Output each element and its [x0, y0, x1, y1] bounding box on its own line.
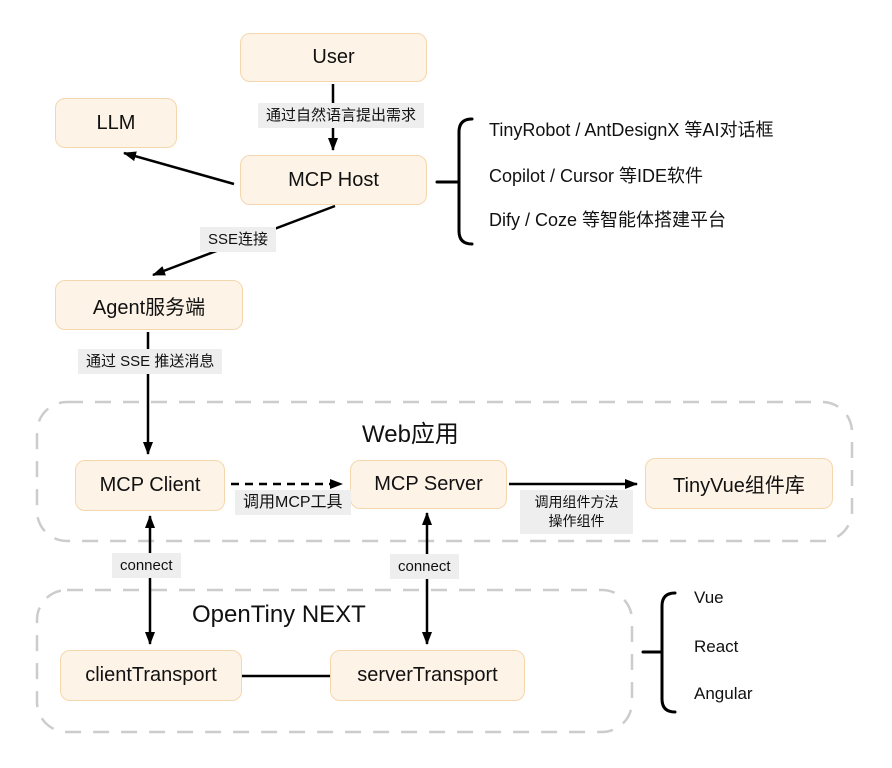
edge-label-call-mcp-tool: 调用MCP工具: [235, 490, 351, 515]
framework-item: React: [694, 637, 739, 656]
web-app-group-outline: [35, 400, 854, 543]
node-client-transport: clientTransport: [60, 650, 242, 701]
edge-label-connect-left: connect: [112, 553, 181, 578]
opentiny-next-group-outline: [35, 588, 634, 734]
edge-mcphost-to-llm: [123, 151, 235, 186]
host-example-item: Dify / Coze 等智能体搭建平台: [489, 210, 727, 230]
node-tinyvue: TinyVue组件库: [645, 458, 833, 509]
edge-label-natural-language: 通过自然语言提出需求: [258, 103, 425, 128]
framework-item: Angular: [694, 684, 753, 703]
edge-label-call-component: 调用组件方法 操作组件: [520, 490, 633, 534]
web-app-group-title: Web应用: [362, 421, 459, 448]
node-user: User: [240, 33, 427, 82]
node-mcp-client: MCP Client: [75, 460, 225, 511]
opentiny-next-group-title: OpenTiny NEXT: [192, 601, 366, 628]
node-mcp-server: MCP Server: [350, 460, 507, 509]
host-example-item: Copilot / Cursor 等IDE软件: [489, 166, 704, 186]
node-mcp-host: MCP Host: [240, 155, 427, 205]
host-example-item: TinyRobot / AntDesignX 等AI对话框: [489, 120, 774, 140]
node-server-transport: serverTransport: [330, 650, 525, 701]
edge-label-call-component-line1: 调用组件方法: [534, 494, 619, 510]
edge-label-sse-push: 通过 SSE 推送消息: [78, 349, 223, 374]
node-llm: LLM: [55, 98, 177, 148]
edge-label-sse-connect: SSE连接: [200, 227, 277, 252]
node-agent-server: Agent服务端: [55, 280, 243, 330]
host-examples-bracket: [435, 117, 474, 246]
edge-label-call-component-line2: 操作组件: [548, 513, 605, 529]
framework-item: Vue: [694, 588, 724, 607]
frameworks-bracket: [641, 591, 677, 714]
edge-label-connect-right: connect: [390, 554, 459, 579]
